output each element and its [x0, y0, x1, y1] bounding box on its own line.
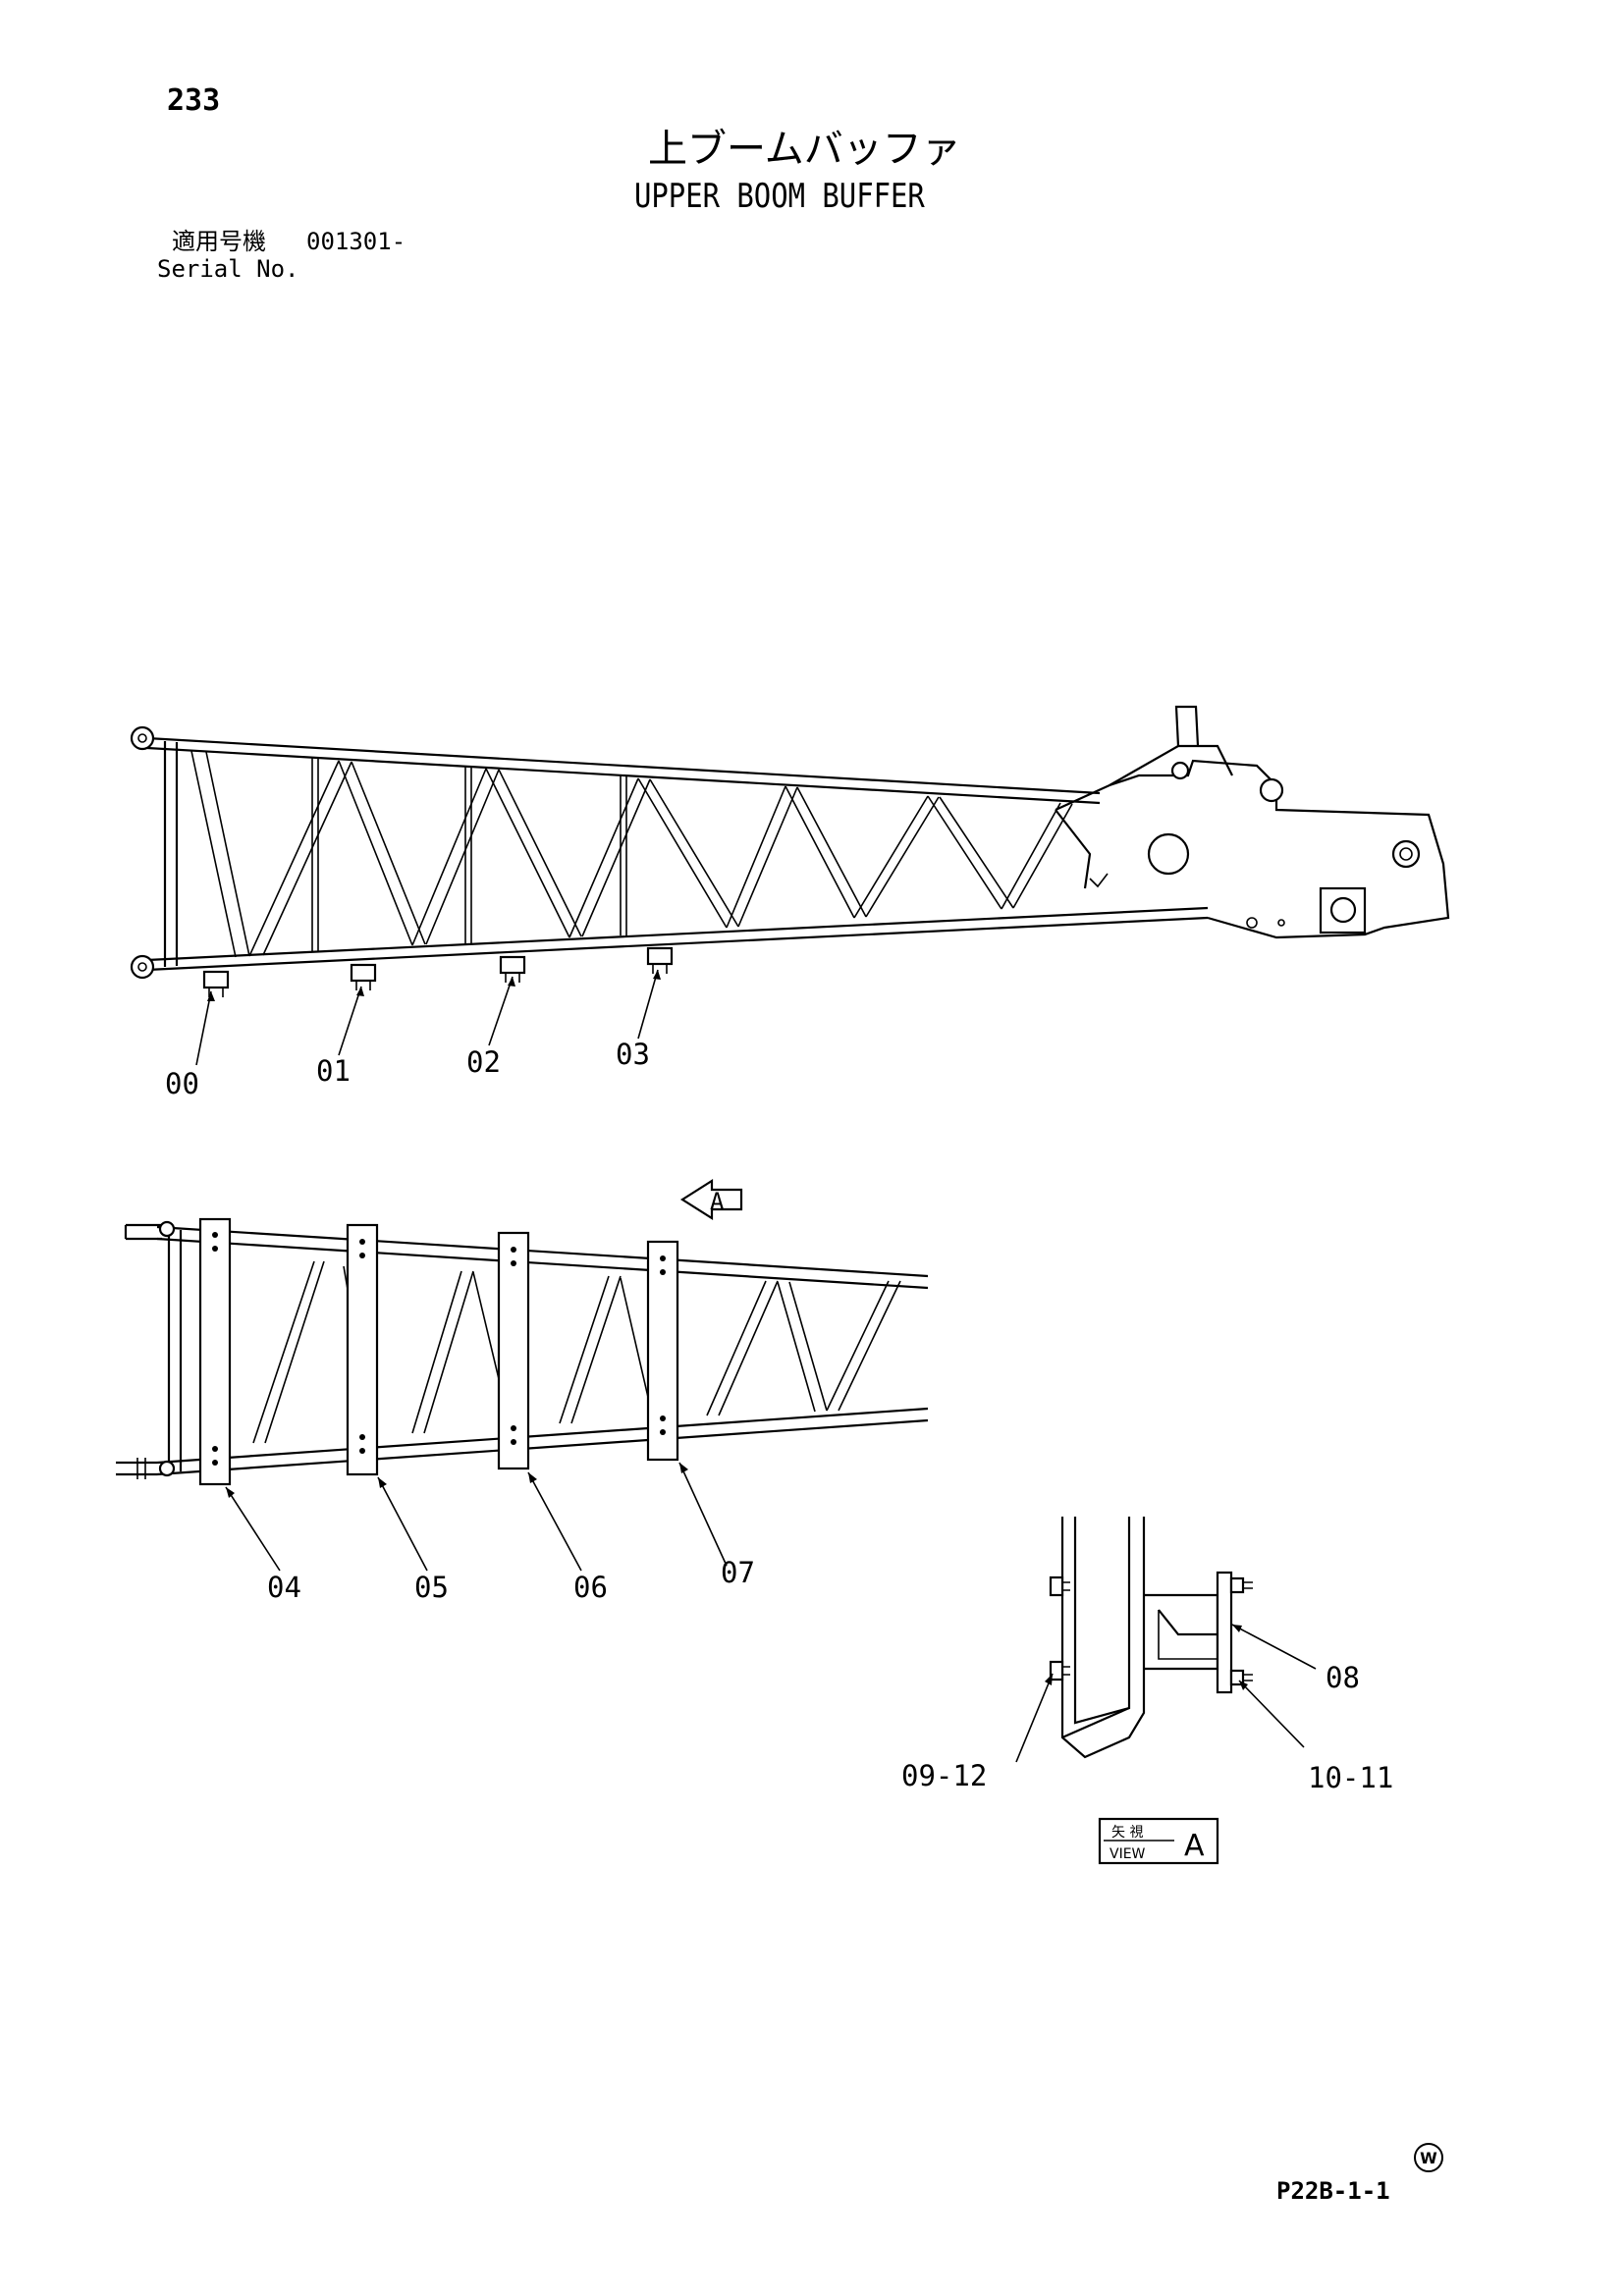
view-arrow-letter: A	[710, 1188, 725, 1215]
view-box-english: VIEW	[1110, 1846, 1146, 1862]
boom-buffer-view	[116, 1217, 929, 1572]
view-a-arrow: A	[679, 1179, 743, 1220]
callout-02: 02	[466, 1045, 501, 1079]
callout-03: 03	[616, 1038, 650, 1071]
buffer-bracket-00	[202, 970, 230, 997]
buffer-plate-04	[198, 1217, 232, 1486]
view-box-japanese: 矢 視	[1111, 1825, 1143, 1841]
title-english: UPPER BOOM BUFFER	[634, 177, 925, 216]
bottom-pin-left	[130, 954, 155, 980]
serial-label-english: Serial No.	[157, 255, 299, 283]
buffer-pad-08	[1216, 1571, 1233, 1694]
w-mark-icon: W	[1414, 2143, 1443, 2172]
callout-09-12: 09-12	[901, 1759, 988, 1792]
head-pin-hole	[1147, 832, 1190, 876]
buffer-plate-05	[346, 1223, 379, 1476]
callout-00: 00	[165, 1067, 199, 1100]
callout-06: 06	[573, 1571, 608, 1604]
view-box-letter: A	[1184, 1829, 1205, 1863]
top-pin-left	[130, 725, 155, 751]
buffer-bracket-01	[350, 963, 377, 990]
serial-number-value: 001301-	[306, 228, 406, 255]
drawing-code: P22B-1-1	[1276, 2177, 1390, 2205]
buffer-bracket-02	[499, 955, 526, 983]
w-mark-letter: W	[1420, 2148, 1437, 2167]
page-number: 233	[167, 83, 221, 118]
callout-04: 04	[267, 1571, 301, 1604]
callout-10-11: 10-11	[1308, 1761, 1394, 1794]
callout-05: 05	[414, 1571, 449, 1604]
buffer-plate-06	[497, 1231, 530, 1470]
buffer-bracket-03	[646, 946, 674, 974]
callout-08: 08	[1326, 1661, 1360, 1694]
title-japanese: 上ブームバッファ	[648, 127, 961, 172]
view-a-label-box	[1098, 1817, 1219, 1865]
buffer-plate-07	[646, 1240, 679, 1462]
upper-boom-side-view	[130, 705, 1450, 1066]
callout-01: 01	[316, 1054, 351, 1088]
serial-label-japanese: 適用号機	[172, 228, 266, 255]
view-a-detail: 矢 視 VIEW A	[1015, 1517, 1317, 1865]
callout-07: 07	[721, 1556, 755, 1589]
